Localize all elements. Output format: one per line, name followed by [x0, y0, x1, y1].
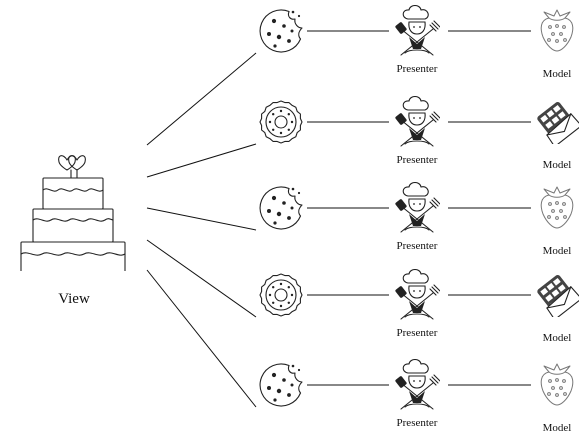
strawberry-icon	[540, 9, 574, 52]
presenter-row: Presenter Model	[259, 359, 574, 434]
chef-icon	[394, 96, 440, 147]
view-node: View	[13, 155, 133, 307]
chef-icon	[394, 269, 440, 320]
view-to-cookie-line	[146, 239, 257, 318]
model-label: Model	[543, 332, 572, 344]
presenter-row: Presenter Model	[259, 96, 579, 171]
presenter-label: Presenter	[397, 327, 438, 339]
view-to-cookie-line	[146, 143, 257, 178]
presenter-row: Presenter Model	[259, 5, 574, 80]
presenter-row: Presenter Model	[259, 269, 579, 344]
model-label: Model	[543, 422, 572, 434]
layered-cake-icon	[13, 155, 133, 271]
round-biscuit-icon	[259, 273, 303, 317]
view-to-cookie-line	[146, 52, 257, 146]
presenter-label: Presenter	[397, 63, 438, 75]
waffle-icon	[535, 273, 579, 317]
view-to-cookie-line	[146, 269, 257, 408]
strawberry-icon	[540, 363, 574, 406]
strawberry-icon	[540, 186, 574, 229]
bitten-cookie-icon	[259, 9, 303, 53]
row-connectors	[307, 30, 531, 386]
presenter-label: Presenter	[397, 417, 438, 429]
presenter-row: Presenter Model	[259, 182, 574, 257]
model-label: Model	[543, 245, 572, 257]
view-label: View	[58, 291, 90, 307]
bitten-cookie-icon	[259, 186, 303, 230]
model-label: Model	[543, 159, 572, 171]
model-label: Model	[543, 68, 572, 80]
view-connectors	[146, 52, 257, 408]
view-to-cookie-line	[146, 207, 257, 231]
chef-icon	[394, 182, 440, 233]
waffle-icon	[535, 100, 579, 144]
bitten-cookie-icon	[259, 363, 303, 407]
chef-icon	[394, 5, 440, 56]
presenter-label: Presenter	[397, 154, 438, 166]
chef-icon	[394, 359, 440, 410]
round-biscuit-icon	[259, 100, 303, 144]
presenter-label: Presenter	[397, 240, 438, 252]
